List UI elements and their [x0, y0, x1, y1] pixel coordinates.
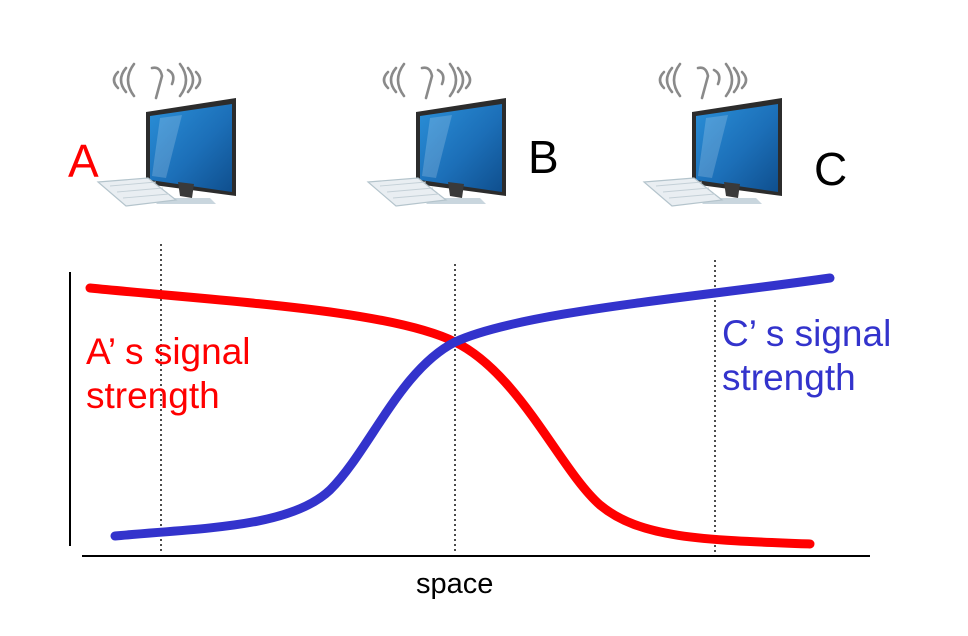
signal-label-c: C’ s signal strength: [722, 312, 891, 400]
computer-icon-b: [366, 62, 508, 208]
node-label-a: A: [68, 135, 99, 187]
signal-curve-a: [85, 283, 815, 549]
computer-icon-c: [642, 62, 784, 208]
computer-icon-a: [96, 62, 238, 208]
node-label-c: C: [814, 143, 848, 195]
signal-label-a: A’ s signal strength: [86, 330, 251, 418]
x-axis-label: space: [416, 568, 494, 600]
signal-label-a-line1: A’ s signal: [86, 331, 251, 372]
node-label-b: B: [528, 131, 559, 183]
signal-label-c-line1: C’ s signal: [722, 313, 892, 354]
signal-label-a-line2: strength: [86, 375, 220, 416]
signal-label-c-line2: strength: [722, 357, 856, 398]
signal-curve-c: [110, 273, 835, 541]
